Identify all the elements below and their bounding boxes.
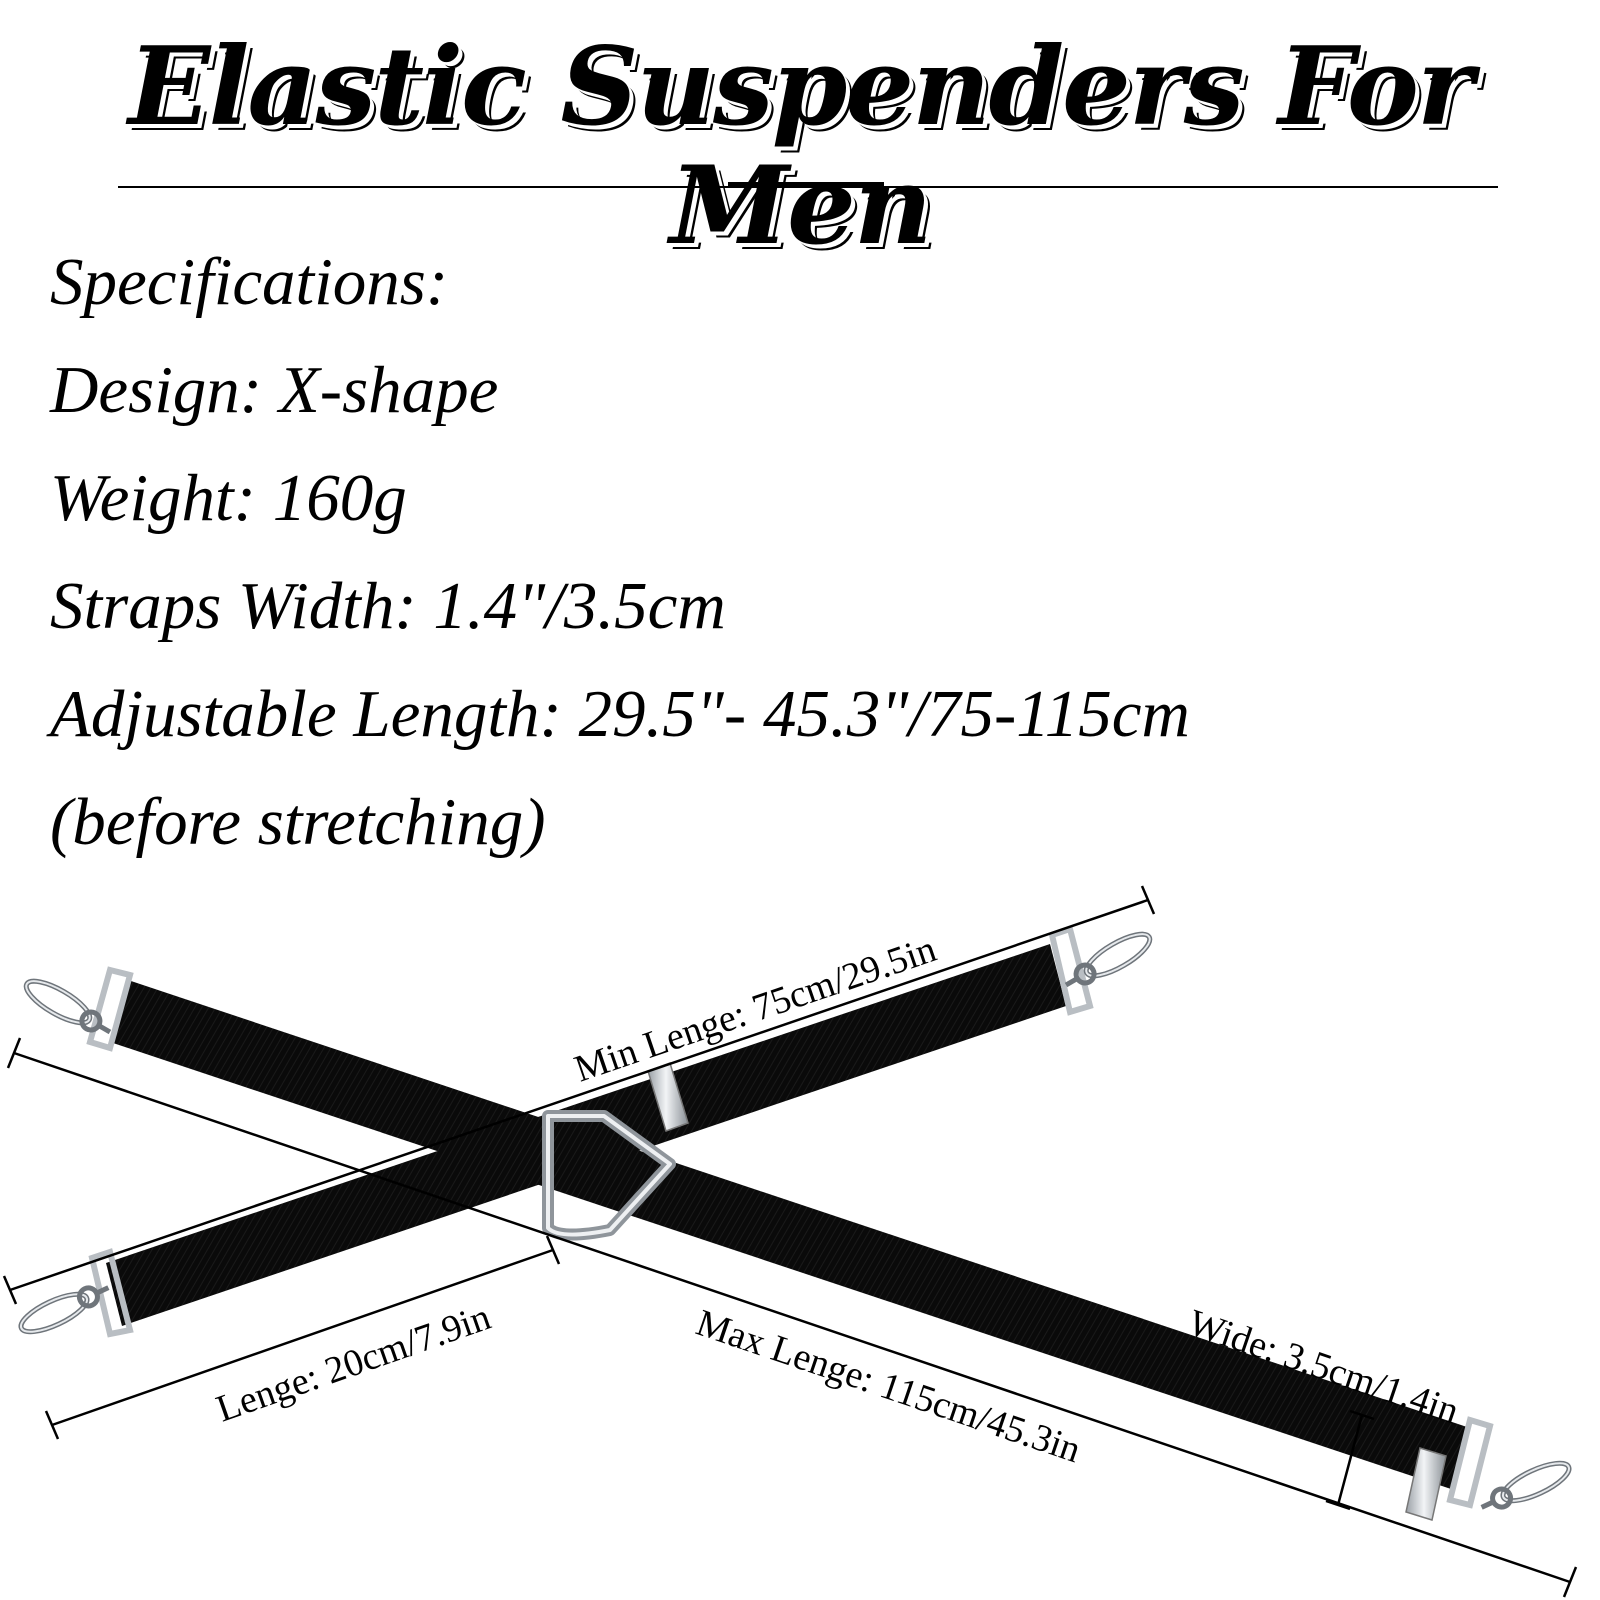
- title-divider-accent: [728, 182, 884, 188]
- dimension-line-min-length: [2, 885, 1156, 1305]
- end-loop-bottom-left: [88, 1248, 134, 1338]
- spec-adjustable-length: Adjustable Length: 29.5"- 45.3"/75-115cm: [50, 677, 1190, 751]
- spec-design: Design: X-shape: [50, 353, 499, 427]
- page-title: Elastic Suspenders For Men: [128, 24, 1474, 269]
- spec-length-note: (before stretching): [50, 785, 546, 859]
- end-loop-bottom-right: [1446, 1416, 1494, 1509]
- dimension-line-wide: [1325, 1409, 1375, 1511]
- triangle-connector: [542, 1110, 676, 1241]
- end-loop-top-left: [86, 966, 134, 1052]
- lenge-label: Lenge: 20cm/7.9in: [211, 1296, 496, 1431]
- suspenders-diagram: Min Lenge: 75cm/29.5in Max Lenge: 115cm/…: [2, 885, 1578, 1598]
- specifications-list: Specifications: Design: X-shape Weight: …: [50, 228, 1190, 876]
- end-loop-top-right: [1048, 925, 1094, 1016]
- slide-buckle-lower: [1405, 1447, 1447, 1521]
- dimension-line-lenge: [44, 1235, 561, 1440]
- strap-left-to-right: [110, 980, 1470, 1490]
- spec-straps-width: Straps Width: 1.4"/3.5cm: [50, 569, 726, 643]
- dimension-line-max-length: [6, 1037, 1578, 1598]
- strap-right-to-left: [106, 944, 1066, 1326]
- clip-hook-bottom-right: [1477, 1456, 1574, 1518]
- spec-weight: Weight: 160g: [50, 461, 407, 535]
- specifications-heading: Specifications:: [50, 245, 449, 319]
